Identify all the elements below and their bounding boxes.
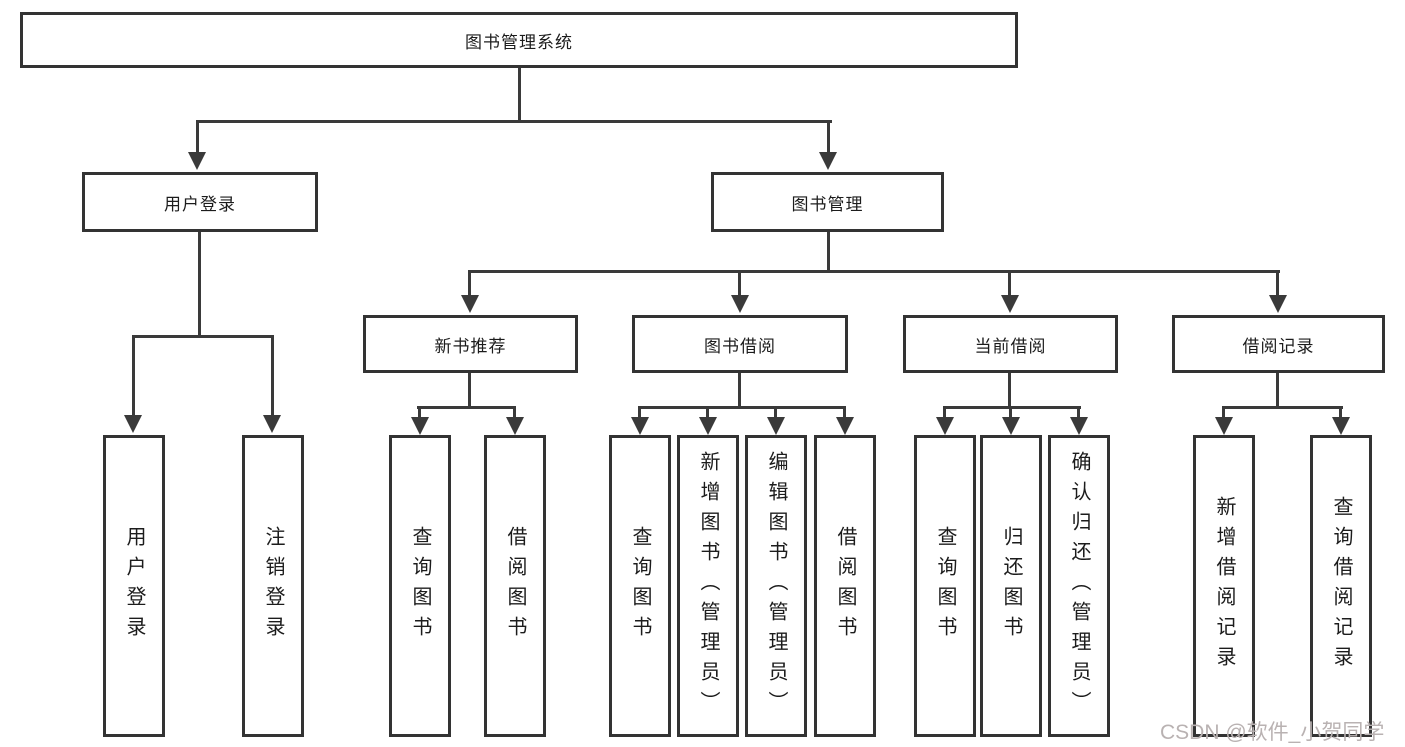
- arrow-down-icon: [631, 417, 649, 435]
- connector-line: [196, 120, 832, 123]
- node-label: 新增借阅记录: [1213, 496, 1235, 676]
- leaf-records-query-record: 查询借阅记录: [1310, 435, 1372, 737]
- arrow-down-icon: [819, 152, 837, 170]
- node-label: 确认归还（管理员）: [1068, 451, 1090, 721]
- connector-line: [468, 270, 1280, 273]
- node-label: 新增图书（管理员）: [697, 451, 719, 721]
- arrow-down-icon: [1332, 417, 1350, 435]
- node-new-book-recommend: 新书推荐: [363, 315, 578, 373]
- connector-line: [196, 120, 199, 156]
- leaf-current-return-books: 归还图书: [980, 435, 1042, 737]
- connector-line: [1339, 406, 1342, 419]
- leaf-borrow-query-books: 查询图书: [609, 435, 671, 737]
- node-label: 查询图书: [409, 526, 431, 646]
- leaf-current-query-books: 查询图书: [914, 435, 976, 737]
- node-label: 图书管理: [791, 194, 864, 214]
- arrow-down-icon: [731, 295, 749, 313]
- arrow-down-icon: [124, 415, 142, 433]
- connector-line: [132, 335, 274, 338]
- connector-line: [518, 68, 521, 122]
- connector-line: [638, 406, 641, 419]
- leaf-recommend-query-books: 查询图书: [389, 435, 451, 737]
- connector-line: [132, 335, 135, 417]
- node-label: 查询图书: [934, 526, 956, 646]
- node-label: 编辑图书（管理员）: [765, 451, 787, 721]
- node-book-management: 图书管理: [711, 172, 944, 232]
- arrow-down-icon: [1001, 295, 1019, 313]
- connector-line: [706, 406, 709, 419]
- arrow-down-icon: [936, 417, 954, 435]
- node-borrow-records: 借阅记录: [1172, 315, 1385, 373]
- leaf-user-login: 用户登录: [103, 435, 165, 737]
- connector-line: [1077, 406, 1080, 419]
- node-user-login: 用户登录: [82, 172, 318, 232]
- connector-line: [468, 373, 471, 408]
- arrow-down-icon: [1002, 417, 1020, 435]
- leaf-current-confirm-return-admin: 确认归还（管理员）: [1048, 435, 1110, 737]
- connector-line: [738, 270, 741, 298]
- leaf-recommend-borrow-books: 借阅图书: [484, 435, 546, 737]
- node-label: 当前借阅: [974, 336, 1047, 356]
- arrow-down-icon: [1215, 417, 1233, 435]
- arrow-down-icon: [411, 417, 429, 435]
- arrow-down-icon: [461, 295, 479, 313]
- connector-line: [827, 120, 830, 156]
- connector-line: [827, 232, 830, 272]
- leaf-borrow-borrow-books: 借阅图书: [814, 435, 876, 737]
- node-label: 用户登录: [164, 194, 236, 214]
- connector-line: [1276, 373, 1279, 408]
- node-current-borrow: 当前借阅: [903, 315, 1118, 373]
- node-label: 图书借阅: [704, 336, 776, 356]
- arrow-down-icon: [188, 152, 206, 170]
- connector-line: [468, 270, 471, 298]
- arrow-down-icon: [1070, 417, 1088, 435]
- connector-line: [1222, 406, 1225, 419]
- node-label: 查询图书: [629, 526, 651, 646]
- arrow-down-icon: [1269, 295, 1287, 313]
- leaf-borrow-edit-books-admin: 编辑图书（管理员）: [745, 435, 807, 737]
- connector-line: [943, 406, 946, 419]
- connector-line: [843, 406, 846, 419]
- arrow-down-icon: [263, 415, 281, 433]
- leaf-logout: 注销登录: [242, 435, 304, 737]
- connector-line: [513, 406, 516, 419]
- connector-line: [638, 406, 846, 409]
- node-library-management-system: 图书管理系统: [20, 12, 1018, 68]
- arrow-down-icon: [699, 417, 717, 435]
- arrow-down-icon: [836, 417, 854, 435]
- node-label: 借阅图书: [834, 526, 856, 646]
- leaf-borrow-add-books-admin: 新增图书（管理员）: [677, 435, 739, 737]
- node-label: 借阅记录: [1242, 336, 1315, 356]
- connector-line: [1276, 270, 1279, 298]
- node-label: 查询借阅记录: [1330, 496, 1352, 676]
- connector-line: [1008, 270, 1011, 298]
- connector-line: [271, 335, 274, 417]
- node-label: 归还图书: [1000, 526, 1022, 646]
- connector-line: [198, 232, 201, 337]
- node-label: 注销登录: [262, 526, 284, 646]
- connector-line: [418, 406, 421, 419]
- arrow-down-icon: [506, 417, 524, 435]
- connector-line: [738, 373, 741, 408]
- arrow-down-icon: [767, 417, 785, 435]
- node-book-borrow: 图书借阅: [632, 315, 848, 373]
- node-label: 图书管理系统: [465, 32, 573, 52]
- leaf-records-add-record: 新增借阅记录: [1193, 435, 1255, 737]
- connector-line: [1222, 406, 1343, 409]
- node-label: 借阅图书: [504, 526, 526, 646]
- connector-line: [417, 406, 516, 409]
- node-label: 新书推荐: [434, 336, 507, 356]
- connector-line: [1008, 373, 1011, 408]
- connector-line: [774, 406, 777, 419]
- connector-line: [943, 406, 1081, 409]
- csdn-watermark: CSDN @软件_小贺同学: [1160, 721, 1385, 744]
- node-label: 用户登录: [123, 526, 145, 646]
- connector-line: [1009, 406, 1012, 419]
